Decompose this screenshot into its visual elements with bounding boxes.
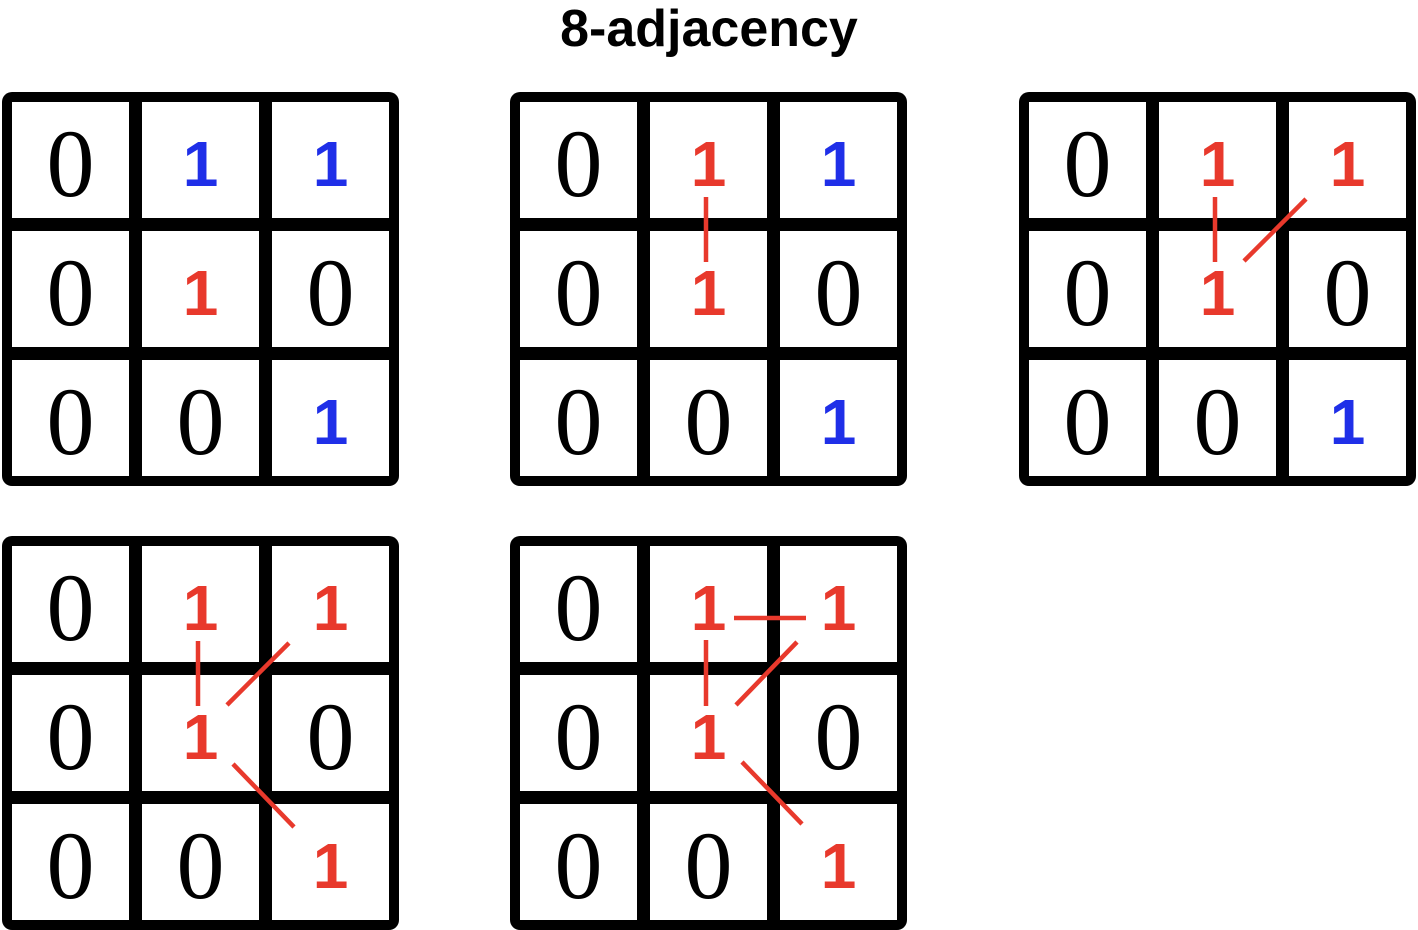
pixel-value: 1 [312,386,349,458]
pixel-cell-r1c2: 0 [780,231,897,347]
pixel-cell-r0c0: 0 [12,102,129,218]
pixel-value: 1 [1199,257,1236,329]
pixel-cell-r1c2: 0 [272,231,389,347]
pixel-cell-r2c0: 0 [12,360,129,476]
pixel-value: 1 [690,257,727,329]
pixel-value: 1 [312,572,349,644]
pixel-value: 1 [312,830,349,902]
pixel-value: 1 [820,572,857,644]
pixel-cell-r2c1: 0 [650,804,767,920]
pixel-cell-r0c1: 1 [1159,102,1276,218]
pixel-value: 0 [814,683,863,790]
pixel-value: 1 [182,701,219,773]
pixel-value: 0 [176,368,225,475]
pixel-value: 0 [814,239,863,346]
pixel-cell-r0c0: 0 [12,546,129,662]
pixel-value: 1 [1199,128,1236,200]
pixel-value: 1 [182,572,219,644]
pixel-cell-r2c2: 1 [272,360,389,476]
pixel-cell-r1c1: 1 [650,231,767,347]
pixel-cell-r1c2: 0 [1289,231,1406,347]
pixel-cell-r0c1: 1 [650,546,767,662]
pixel-value: 1 [690,701,727,773]
pixel-cell-r2c2: 1 [1289,360,1406,476]
pixel-cell-r2c1: 0 [650,360,767,476]
pixel-cell-r2c2: 1 [272,804,389,920]
pixel-value: 0 [1063,239,1112,346]
pixel-value: 1 [690,572,727,644]
pixel-cell-r2c1: 0 [142,360,259,476]
pixel-value: 1 [820,830,857,902]
pixel-cell-r0c1: 1 [142,102,259,218]
pixel-cell-r1c1: 1 [142,675,259,791]
pixel-cell-r1c0: 0 [520,675,637,791]
pixel-value: 0 [1063,368,1112,475]
pixel-value: 1 [820,128,857,200]
pixel-value: 0 [46,554,95,661]
pixel-value: 0 [46,239,95,346]
pixel-cell-r0c0: 0 [520,546,637,662]
pixel-value: 1 [182,257,219,329]
pixel-cell-r0c1: 1 [142,546,259,662]
pixel-cell-r1c0: 0 [12,231,129,347]
pixel-cell-r1c0: 0 [1029,231,1146,347]
pixel-value: 0 [554,683,603,790]
pixel-value: 0 [554,239,603,346]
pixel-value: 0 [1323,239,1372,346]
pixel-value: 0 [554,554,603,661]
pixel-value: 1 [820,386,857,458]
pixel-value: 1 [1329,386,1366,458]
pixel-cell-r2c0: 0 [520,360,637,476]
pixel-value: 0 [46,683,95,790]
pixel-value: 0 [176,812,225,919]
pixel-value: 0 [1193,368,1242,475]
pixel-value: 0 [46,110,95,217]
pixel-value: 0 [554,368,603,475]
pixel-cell-r2c0: 0 [1029,360,1146,476]
pixel-value: 0 [1063,110,1112,217]
pixel-cell-r1c2: 0 [780,675,897,791]
pixel-cell-r2c2: 1 [780,804,897,920]
pixel-value: 0 [554,812,603,919]
pixel-cell-r0c1: 1 [650,102,767,218]
pixel-value: 0 [684,812,733,919]
pixel-value: 0 [46,368,95,475]
pixel-cell-r0c2: 1 [272,546,389,662]
pixel-value: 0 [306,683,355,790]
pixel-cell-r2c0: 0 [520,804,637,920]
pixel-value: 1 [690,128,727,200]
pixel-cell-r1c0: 0 [12,675,129,791]
pixel-value: 0 [306,239,355,346]
pixel-value: 1 [1329,128,1366,200]
pixel-value: 1 [312,128,349,200]
pixel-cell-r0c0: 0 [1029,102,1146,218]
pixel-cell-r0c2: 1 [1289,102,1406,218]
pixel-cell-r0c0: 0 [520,102,637,218]
pixel-value: 1 [182,128,219,200]
pixel-cell-r2c0: 0 [12,804,129,920]
pixel-cell-r1c0: 0 [520,231,637,347]
pixel-value: 0 [684,368,733,475]
pixel-cell-r0c2: 1 [780,102,897,218]
pixel-cell-r2c1: 0 [1159,360,1276,476]
pixel-cell-r1c1: 1 [650,675,767,791]
pixel-cell-r2c2: 1 [780,360,897,476]
pixel-cell-r2c1: 0 [142,804,259,920]
pixel-cell-r1c2: 0 [272,675,389,791]
pixel-value: 0 [46,812,95,919]
pixel-cell-r1c1: 1 [142,231,259,347]
pixel-cell-r0c2: 1 [272,102,389,218]
pixel-cell-r0c2: 1 [780,546,897,662]
pixel-cell-r1c1: 1 [1159,231,1276,347]
pixel-value: 0 [554,110,603,217]
figure-title: 8-adjacency [560,0,858,58]
